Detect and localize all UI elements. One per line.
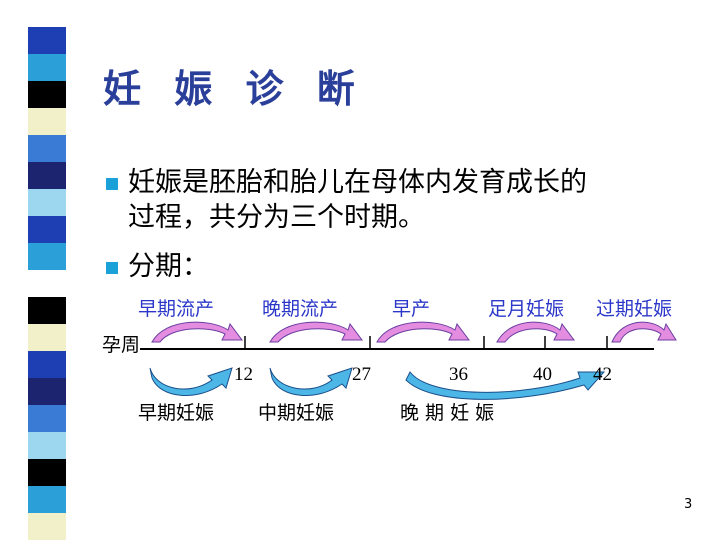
stripe-block	[28, 243, 66, 270]
bullet-1-line-1: 妊娠是胚胎和胎儿在母体内发育成长的	[128, 167, 587, 198]
page-number: 3	[684, 497, 693, 512]
period-label: 早期妊娠	[138, 402, 215, 424]
curved-arrow-icon	[496, 321, 575, 343]
stripe-block	[28, 297, 66, 324]
stripe-block	[28, 405, 66, 432]
period-label: 晚 期 妊 娠	[400, 402, 495, 424]
stripe-block	[28, 54, 66, 81]
stripe-block	[28, 0, 66, 27]
stripe-block	[28, 108, 66, 135]
stripe-block	[28, 135, 66, 162]
stripe-block	[28, 459, 66, 486]
bullet-1-line-2: 过程，共分为三个时期。	[128, 202, 425, 233]
bullet-2-text: 分期：	[128, 251, 209, 282]
stripe-block	[28, 513, 66, 540]
curved-arrow-icon	[376, 321, 470, 343]
stage-label: 早产	[392, 298, 431, 320]
bullet-square-icon	[106, 178, 118, 190]
stripe-block	[28, 162, 66, 189]
decorative-stripe	[28, 0, 66, 540]
stripe-block	[28, 351, 66, 378]
stage-label: 足月妊娠	[488, 298, 565, 320]
week-tick-label: 42	[593, 364, 612, 385]
curved-arrow-icon	[269, 367, 353, 396]
curved-arrow-icon	[269, 321, 363, 343]
stage-label: 过期妊娠	[596, 298, 673, 320]
week-tick-label: 12	[234, 364, 253, 385]
stage-label: 早期流产	[138, 298, 215, 320]
stripe-block	[28, 378, 66, 405]
curved-arrow-icon	[151, 321, 243, 343]
stripe-block	[28, 486, 66, 513]
curved-arrow-icon	[405, 371, 606, 400]
bullet-square-icon	[106, 262, 118, 274]
stripe-block	[28, 189, 66, 216]
period-label: 中期妊娠	[258, 402, 335, 424]
slide-title: 妊 娠 诊 断	[103, 67, 365, 111]
stripe-block	[28, 432, 66, 459]
stripe-block	[28, 81, 66, 108]
stripe-block	[28, 27, 66, 54]
curved-arrow-icon	[149, 367, 233, 396]
curved-arrow-icon	[611, 321, 677, 343]
stripe-block	[28, 324, 66, 351]
stripe-block	[28, 216, 66, 243]
stripe-block	[28, 270, 66, 297]
week-tick-label: 27	[352, 364, 371, 385]
stage-label: 晚期流产	[262, 298, 339, 320]
week-tick-label: 40	[533, 364, 552, 385]
axis-label: 孕周	[102, 334, 141, 356]
week-tick-label: 36	[449, 364, 468, 385]
